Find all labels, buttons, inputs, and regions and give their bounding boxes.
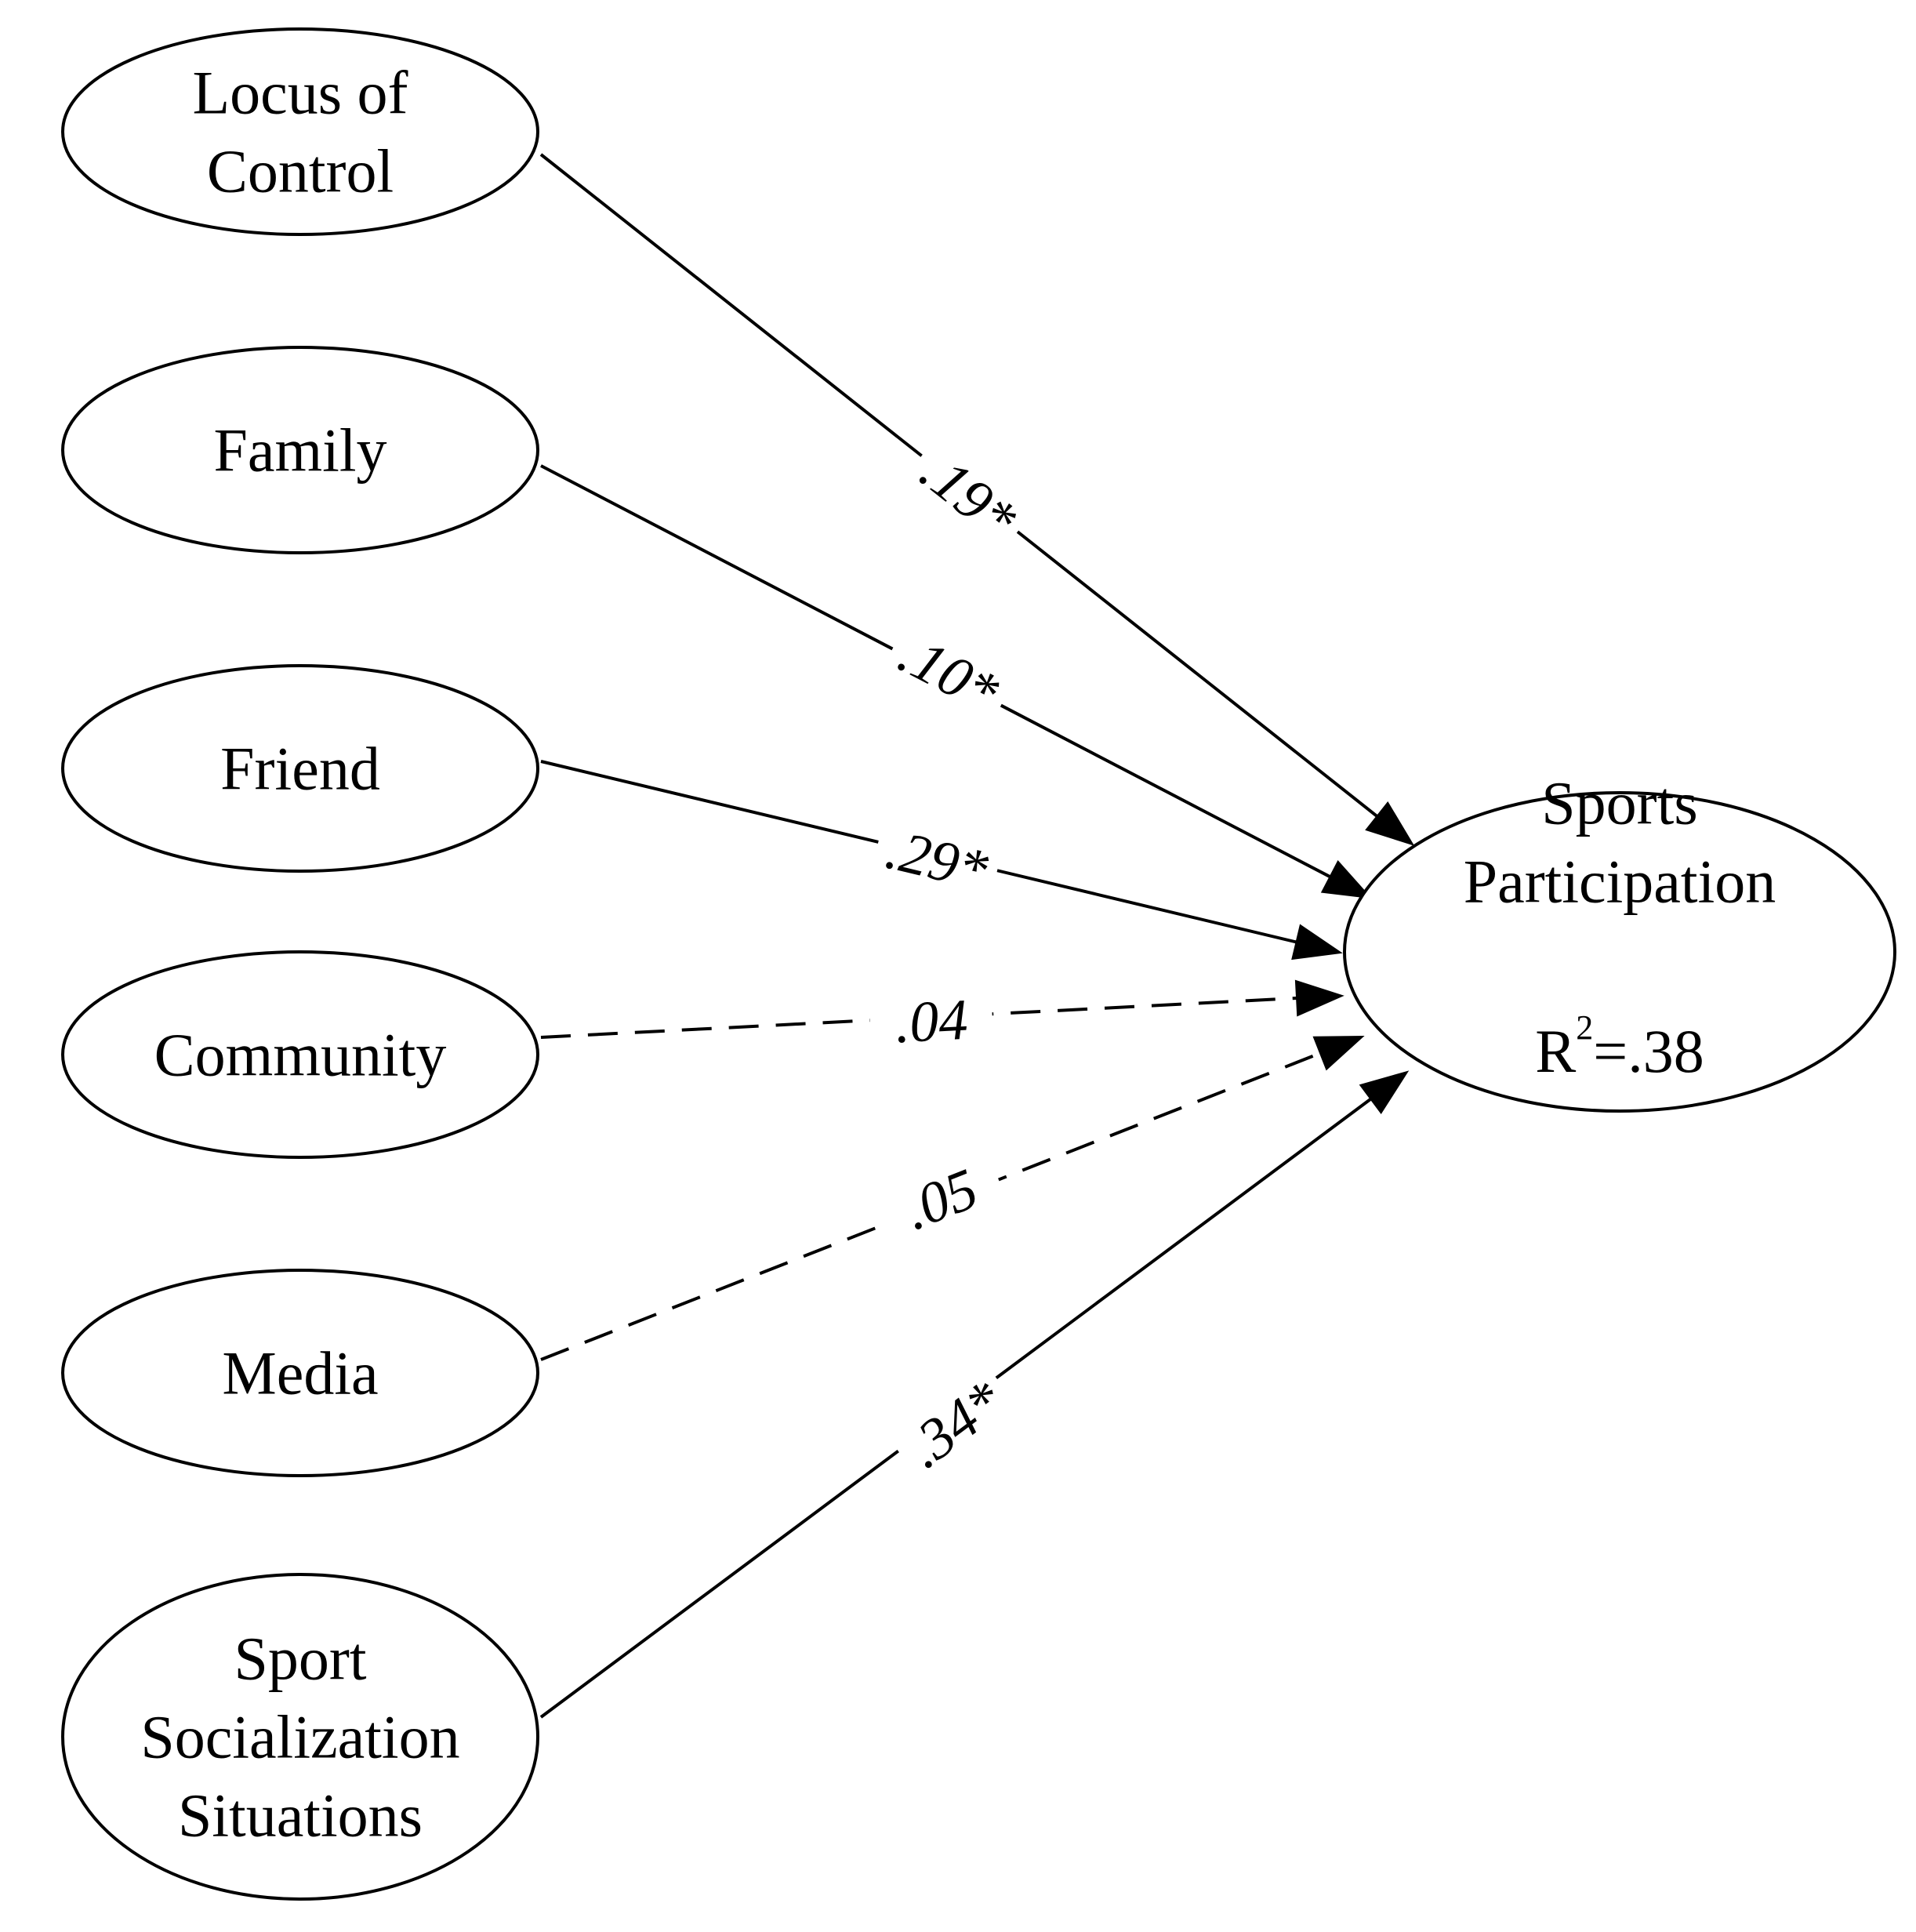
r-squared-prefix: R bbox=[1535, 1017, 1576, 1085]
node-friend-ellipse bbox=[61, 664, 539, 873]
node-community-ellipse bbox=[61, 950, 539, 1159]
path-locus-arrowhead bbox=[1365, 801, 1415, 846]
node-family-ellipse bbox=[61, 346, 539, 554]
path-media: .05 bbox=[540, 1035, 1365, 1361]
path-community-coefficient: .04 bbox=[894, 988, 970, 1056]
path-community-arrowhead bbox=[1294, 979, 1344, 1017]
path-friend-label-bg bbox=[869, 814, 1004, 906]
path-community: .04 bbox=[540, 979, 1344, 1058]
node-sports-participation-ellipse bbox=[1343, 791, 1896, 1113]
nodes-layer: Locus of ControlFamilyFriendCommunityMedi… bbox=[61, 27, 1896, 1901]
node-media: Media bbox=[61, 1269, 539, 1477]
path-sport-socialization-label-bg bbox=[886, 1361, 1024, 1488]
paths-layer: .19* .10* .29* .04 .05 .34* bbox=[539, 153, 1415, 1719]
node-locus: Locus of Control bbox=[61, 27, 539, 236]
path-locus-label-bg bbox=[899, 431, 1037, 560]
path-media-label: .05 bbox=[872, 1146, 1010, 1253]
node-sport-socialization-line-3: Situations bbox=[178, 1781, 423, 1850]
node-friend-line-1: Friend bbox=[220, 735, 380, 803]
node-friend: Friend bbox=[61, 664, 539, 873]
node-sport-socialization-line-1: Sport bbox=[234, 1625, 366, 1693]
path-sport-socialization-label: .34* bbox=[886, 1361, 1024, 1488]
path-family-label-bg bbox=[879, 616, 1018, 732]
node-community: Community bbox=[61, 950, 539, 1159]
path-friend: .29* bbox=[540, 760, 1343, 961]
node-sports-participation-line-2: Participation bbox=[1464, 848, 1776, 916]
path-friend-arrowhead bbox=[1291, 924, 1343, 961]
node-locus-line-2: Control bbox=[207, 137, 394, 205]
r-squared-label: R2=.38 bbox=[1535, 1008, 1704, 1085]
path-friend-coefficient: .29* bbox=[880, 817, 993, 903]
path-locus-label: .19* bbox=[899, 431, 1037, 560]
path-family-arrowhead bbox=[1320, 859, 1373, 899]
node-community-line-1: Community bbox=[154, 1021, 447, 1089]
path-family-label: .10* bbox=[879, 616, 1018, 732]
path-media-arrowhead bbox=[1312, 1035, 1365, 1071]
r-squared-superscript: 2 bbox=[1576, 1008, 1593, 1047]
node-locus-ellipse bbox=[61, 27, 539, 236]
node-locus-line-1: Locus of bbox=[192, 59, 408, 127]
path-community-label-bg bbox=[868, 986, 995, 1058]
path-friend-label: .29* bbox=[869, 814, 1004, 906]
node-sport-socialization-line-2: Socialization bbox=[140, 1703, 459, 1771]
node-family: Family bbox=[61, 346, 539, 554]
node-family-line-1: Family bbox=[213, 416, 386, 485]
path-media-label-bg bbox=[872, 1146, 1010, 1253]
node-sport-socialization-ellipse bbox=[61, 1573, 539, 1901]
node-sports-participation-line-1: Sports bbox=[1541, 769, 1697, 837]
path-sport-socialization-arrowhead bbox=[1359, 1070, 1410, 1115]
path-locus: .19* bbox=[539, 153, 1415, 846]
r-squared-value: =.38 bbox=[1593, 1017, 1704, 1085]
node-media-ellipse bbox=[61, 1269, 539, 1477]
node-media-line-1: Media bbox=[222, 1339, 378, 1407]
path-community-label: .04 bbox=[868, 986, 995, 1058]
